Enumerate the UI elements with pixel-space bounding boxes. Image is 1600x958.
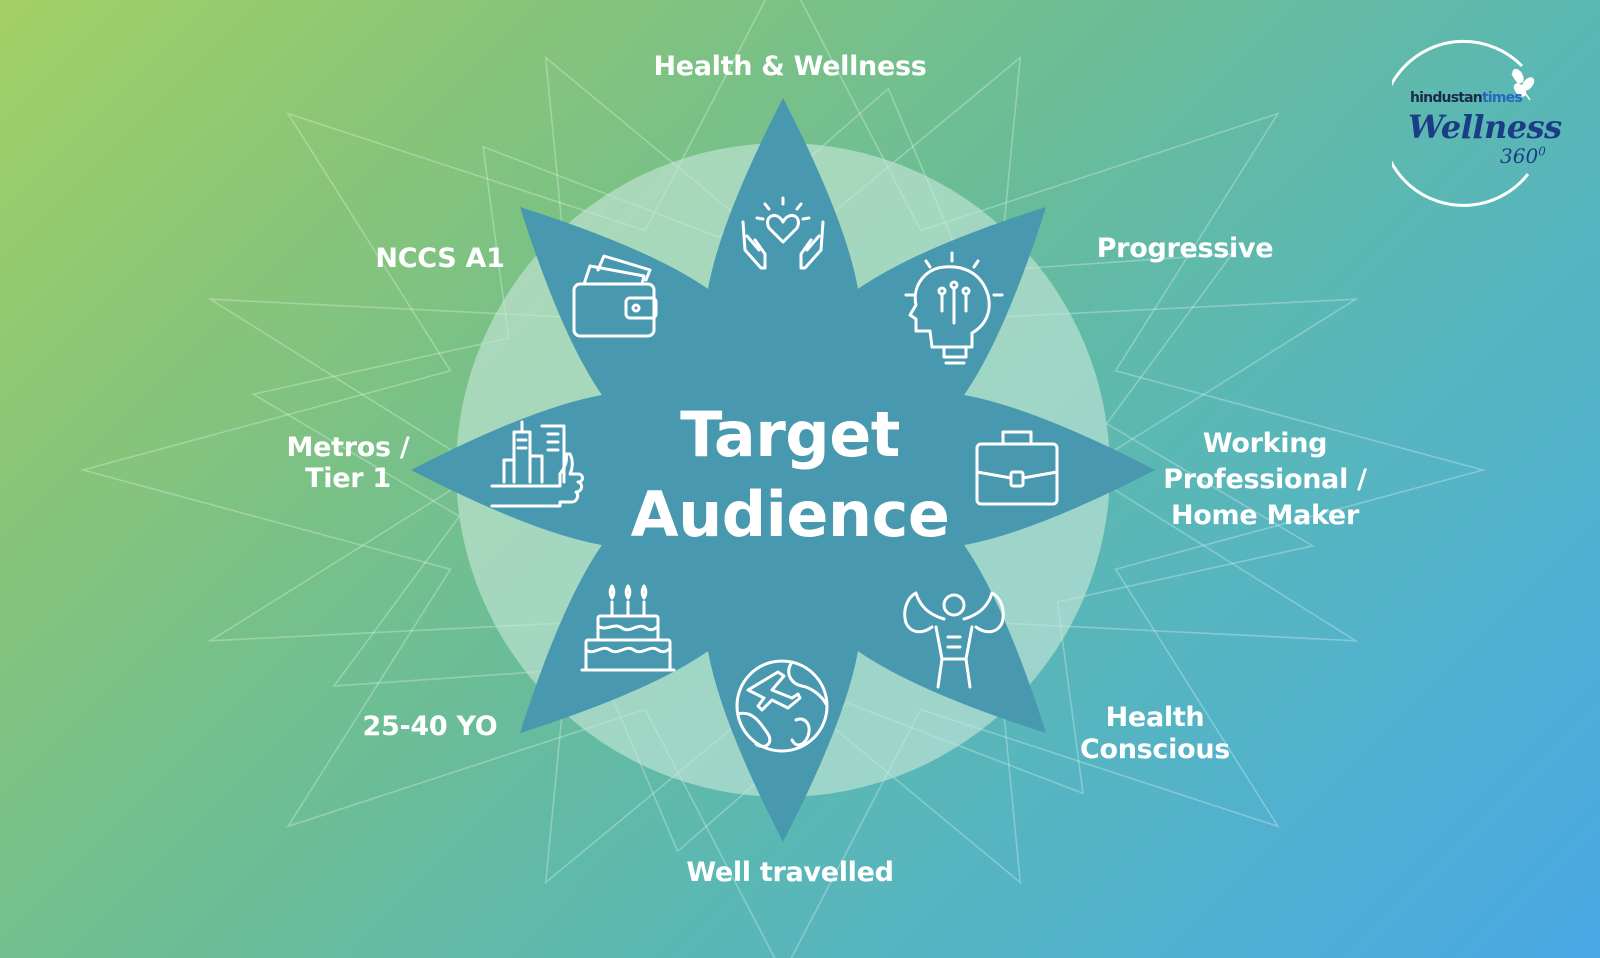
label-health-wellness: Health & Wellness xyxy=(653,51,927,82)
label-working-professional: Working Professional / Home Maker xyxy=(1163,428,1367,531)
wallet-icon xyxy=(572,254,658,338)
label-well-travelled: Well travelled xyxy=(686,857,894,888)
briefcase-icon xyxy=(975,430,1059,506)
label-health-conscious: Health Conscious xyxy=(1079,702,1231,765)
caring-hands-heart-icon xyxy=(741,196,825,270)
label-progressive: Progressive xyxy=(1096,233,1274,264)
leaf-sprig-icon xyxy=(1511,68,1535,101)
logo-brand: hindustantimes xyxy=(1410,90,1523,106)
logo-ring xyxy=(1392,39,1530,207)
city-thumbs-up-icon xyxy=(490,420,584,508)
logo-number: 3600 xyxy=(1500,144,1546,168)
label-nccs: NCCS A1 xyxy=(375,243,505,274)
lightbulb-head-icon xyxy=(904,251,1004,365)
label-metros: Metros / Tier 1 xyxy=(286,432,410,494)
center-title-line2: Audience xyxy=(630,478,950,551)
logo-product: Wellness xyxy=(1408,108,1562,146)
center-title: Target Audience xyxy=(600,395,980,555)
center-title-line1: Target xyxy=(680,398,900,471)
muscular-man-icon xyxy=(903,591,1005,689)
wellness-360-logo: hindustantimes Wellness 3600 xyxy=(1392,38,1562,208)
globe-airplane-icon xyxy=(735,659,829,753)
label-age: 25-40 YO xyxy=(362,711,498,742)
birthday-cake-icon xyxy=(580,584,676,672)
